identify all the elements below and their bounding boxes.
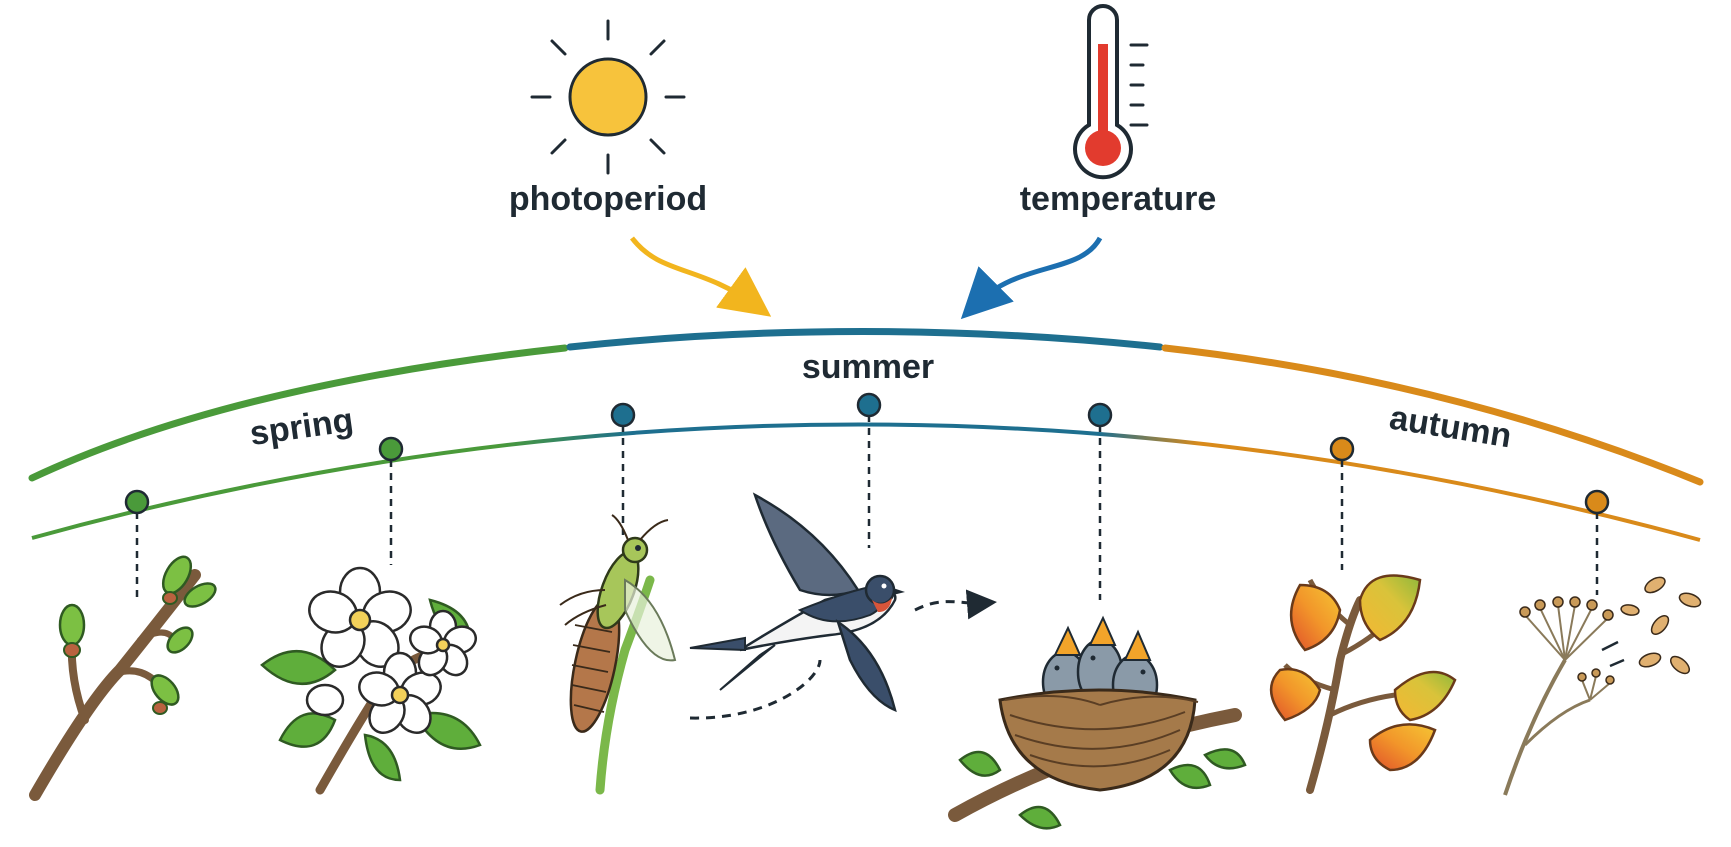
- event-timeline: [31, 422, 1701, 542]
- migration-arrow-head: [914, 589, 997, 620]
- leader-lines: [135, 415, 1599, 600]
- temperature-arrow: [960, 236, 1103, 320]
- temperature-label: temperature: [1020, 180, 1217, 218]
- migration-arrow: [689, 659, 822, 720]
- marker-seed-dispersal: [1584, 489, 1610, 515]
- marker-insect-emergence: [610, 402, 636, 428]
- spring-arc: [28, 344, 569, 482]
- swallow-icon: [689, 492, 905, 713]
- photoperiod-label: photoperiod: [509, 180, 707, 218]
- marker-leaf-coloring: [1329, 436, 1355, 462]
- emerging-insect-icon: [559, 514, 677, 795]
- nest-with-chicks-icon: [948, 615, 1247, 830]
- spring-label: spring: [247, 401, 355, 453]
- summer-label: summer: [802, 348, 934, 386]
- autumn-leaves-icon: [1270, 574, 1457, 794]
- budding-branch-icon: [29, 555, 217, 801]
- summer-arc: [566, 328, 1164, 351]
- marker-bud-burst: [124, 489, 150, 515]
- photoperiod-arrow: [630, 236, 772, 317]
- marker-bird-migration: [856, 392, 882, 418]
- marker-nesting: [1087, 402, 1113, 428]
- marker-flowering: [378, 436, 404, 462]
- autumn-arc: [1161, 344, 1704, 486]
- sun-icon: [530, 19, 686, 175]
- autumn-label: autumn: [1387, 399, 1514, 456]
- thermometer-icon: [1073, 4, 1149, 180]
- seed-head-icon: [1503, 576, 1702, 796]
- blossom-icon: [260, 566, 482, 795]
